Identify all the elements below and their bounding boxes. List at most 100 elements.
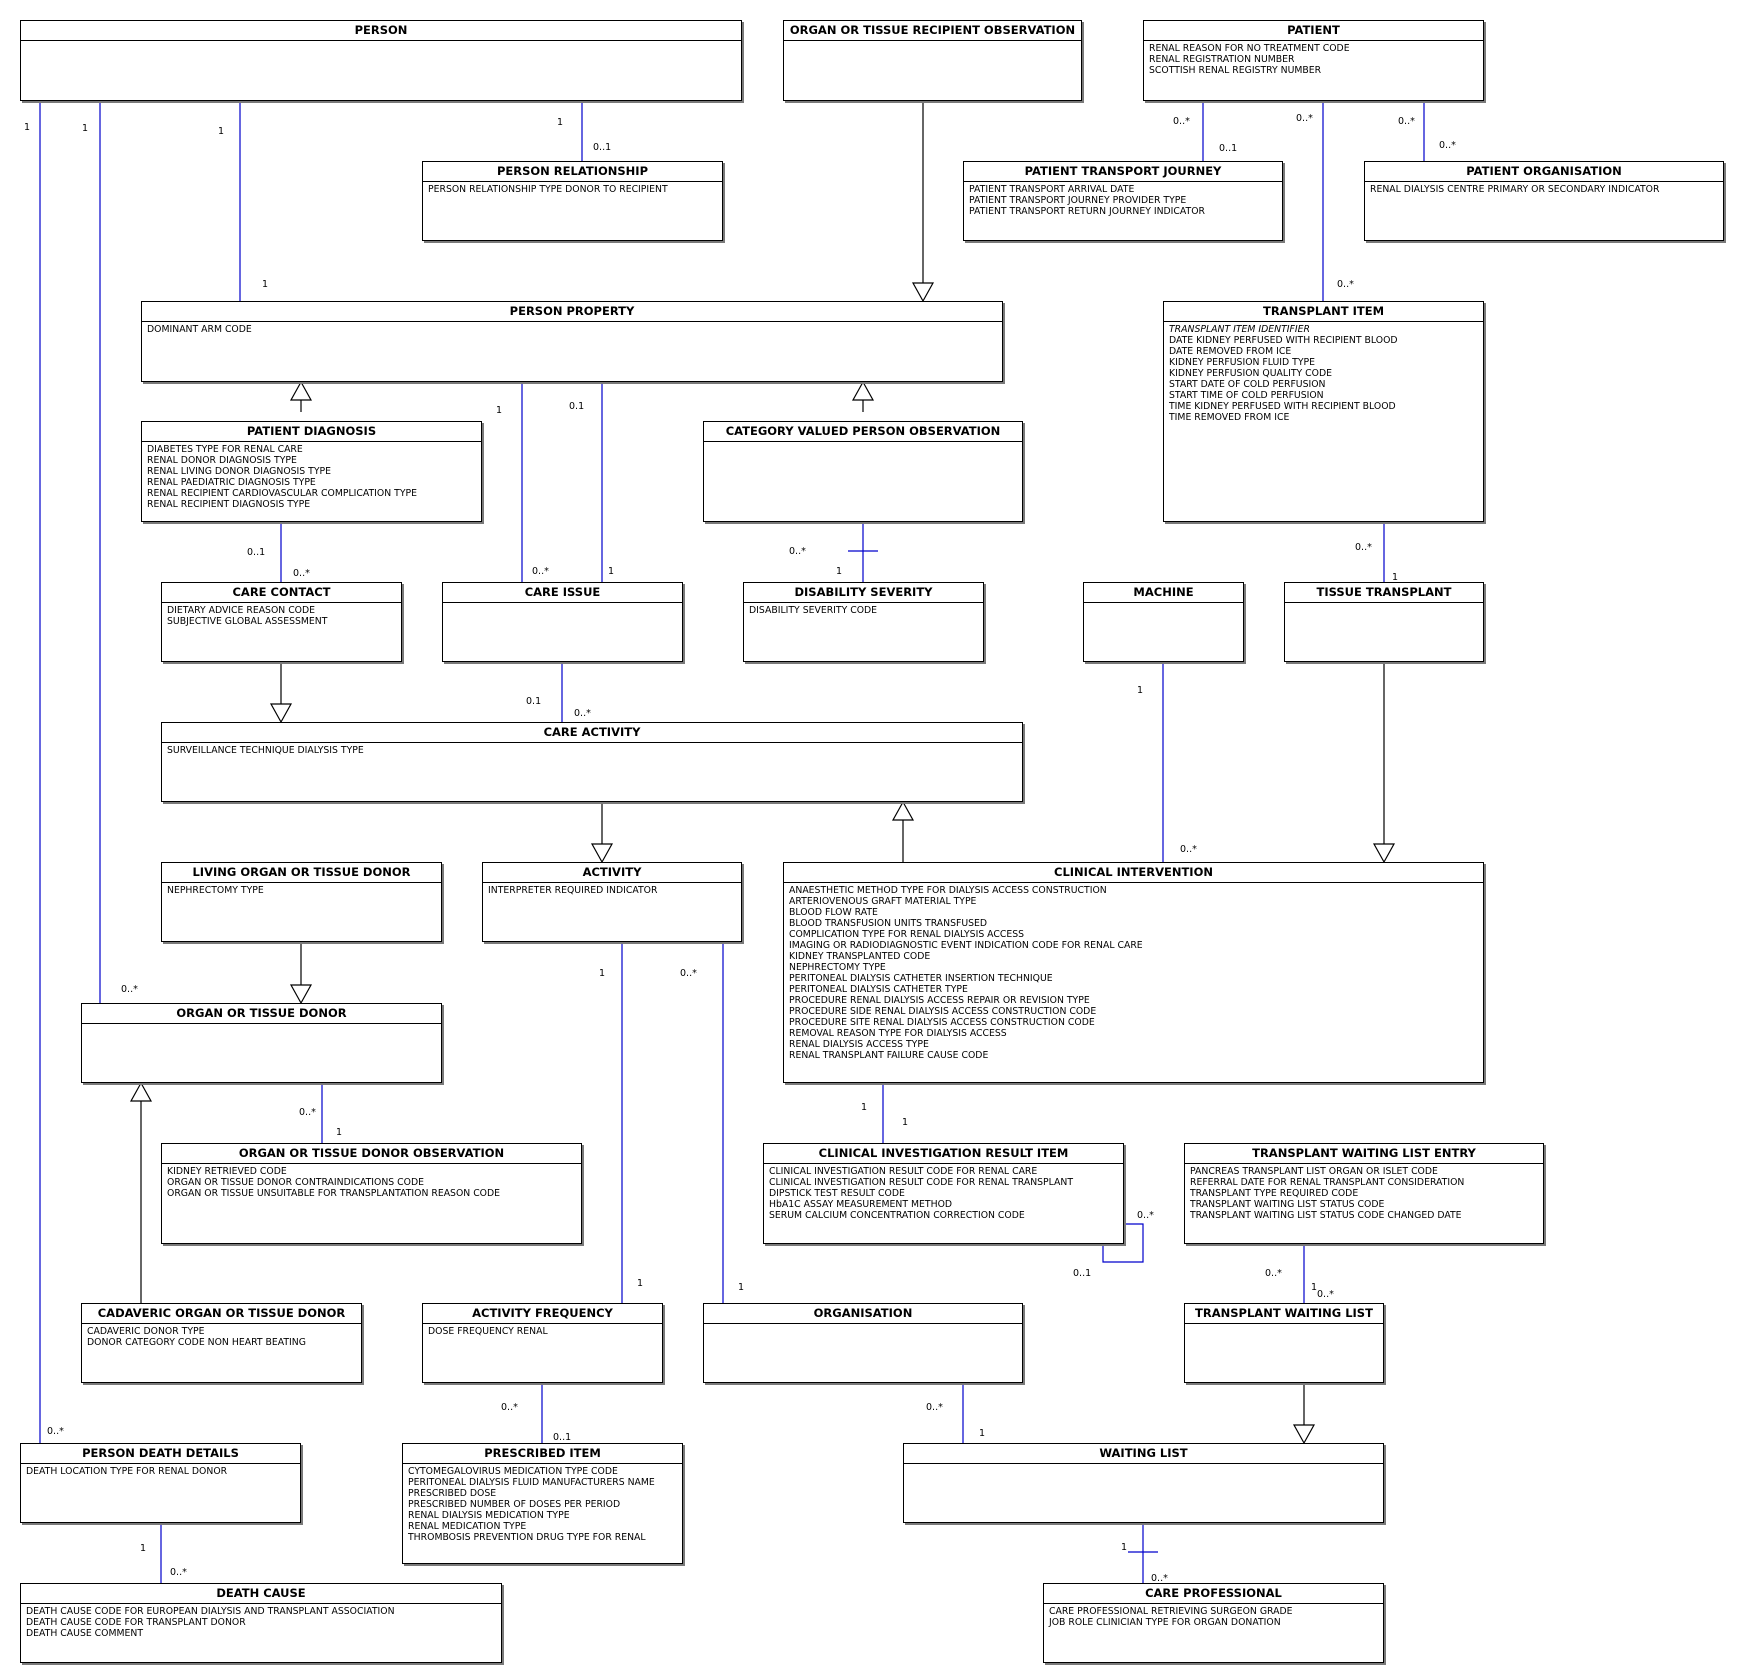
class-patient-transport-journey[interactable]: PATIENT TRANSPORT JOURNEY PATIENT TRANSPO… (963, 161, 1283, 241)
class-title: PERSON RELATIONSHIP (423, 162, 722, 182)
attribute: RENAL REASON FOR NO TREATMENT CODE (1149, 43, 1350, 54)
class-person-relationship[interactable]: PERSON RELATIONSHIP PERSON RELATIONSHIP T… (422, 161, 723, 241)
attribute: DATE REMOVED FROM ICE (1169, 346, 1292, 357)
class-attributes (1285, 603, 1483, 607)
class-organ-recipient-obs[interactable]: ORGAN OR TISSUE RECIPIENT OBSERVATION (783, 20, 1082, 101)
multiplicity-label: 1 (496, 405, 503, 416)
class-title: CATEGORY VALUED PERSON OBSERVATION (704, 422, 1022, 442)
attribute: PERITONEAL DIALYSIS CATHETER TYPE (789, 984, 968, 995)
class-attributes: ANAESTHETIC METHOD TYPE FOR DIALYSIS ACC… (784, 883, 1483, 1063)
multiplicity-label: 1 (336, 1127, 343, 1138)
attribute: RENAL DIALYSIS ACCESS TYPE (789, 1039, 929, 1050)
multiplicity-label: 0..* (121, 984, 138, 995)
attribute: TRANSPLANT WAITING LIST STATUS CODE (1190, 1199, 1385, 1210)
class-person[interactable]: PERSON (20, 20, 742, 101)
class-attributes: NEPHRECTOMY TYPE (162, 883, 441, 898)
class-title: WAITING LIST (904, 1444, 1383, 1464)
class-organ-donor[interactable]: ORGAN OR TISSUE DONOR (81, 1003, 442, 1083)
class-transplant-waiting-list[interactable]: TRANSPLANT WAITING LIST (1184, 1303, 1384, 1383)
attribute: PERSON RELATIONSHIP TYPE DONOR TO RECIPI… (428, 184, 668, 195)
class-title: DISABILITY SEVERITY (744, 583, 983, 603)
attribute: RENAL RECIPIENT DIAGNOSIS TYPE (147, 499, 311, 510)
generalization-arrowhead (891, 801, 915, 821)
attribute: CYTOMEGALOVIRUS MEDICATION TYPE CODE (408, 1466, 618, 1477)
multiplicity-label: 0..* (1296, 113, 1313, 124)
multiplicity-label: 1 (1137, 685, 1144, 696)
attribute: START TIME OF COLD PERFUSION (1169, 390, 1324, 401)
attribute: TIME REMOVED FROM ICE (1169, 412, 1290, 423)
attribute: PATIENT TRANSPORT RETURN JOURNEY INDICAT… (969, 206, 1206, 217)
class-title: ACTIVITY FREQUENCY (423, 1304, 662, 1324)
class-tissue-transplant[interactable]: TISSUE TRANSPLANT (1284, 582, 1484, 662)
attribute: TRANSPLANT WAITING LIST STATUS CODE CHAN… (1190, 1210, 1462, 1221)
class-care-issue[interactable]: CARE ISSUE (442, 582, 683, 662)
class-title: CLINICAL INVESTIGATION RESULT ITEM (764, 1144, 1123, 1164)
attribute: DISABILITY SEVERITY CODE (749, 605, 878, 616)
class-attributes: DEATH LOCATION TYPE FOR RENAL DONOR (21, 1464, 300, 1479)
class-title: TRANSPLANT ITEM (1164, 302, 1483, 322)
association-line (1102, 1223, 1144, 1263)
class-attributes (704, 1324, 1022, 1328)
attribute: SCOTTISH RENAL REGISTRY NUMBER (1149, 65, 1322, 76)
attribute: RENAL RECIPIENT CARDIOVASCULAR COMPLICAT… (147, 488, 417, 499)
attribute: RENAL LIVING DONOR DIAGNOSIS TYPE (147, 466, 331, 477)
attribute: NEPHRECTOMY TYPE (789, 962, 886, 973)
class-title: CADAVERIC ORGAN OR TISSUE DONOR (82, 1304, 361, 1324)
attribute: THROMBOSIS PREVENTION DRUG TYPE FOR RENA… (408, 1532, 646, 1543)
class-attributes (21, 41, 741, 45)
attribute: PATIENT TRANSPORT ARRIVAL DATE (969, 184, 1135, 195)
class-title: ORGAN OR TISSUE RECIPIENT OBSERVATION (784, 21, 1081, 41)
attribute: DIPSTICK TEST RESULT CODE (769, 1188, 905, 1199)
multiplicity-label: 1 (1311, 1282, 1318, 1293)
class-title: PATIENT TRANSPORT JOURNEY (964, 162, 1282, 182)
attribute: COMPLICATION TYPE FOR RENAL DIALYSIS ACC… (789, 929, 1025, 940)
multiplicity-label: 0..* (789, 546, 806, 557)
attribute: PERITONEAL DIALYSIS FLUID MANUFACTURERS … (408, 1477, 655, 1488)
class-attributes: PANCREAS TRANSPLANT LIST ORGAN OR ISLET … (1185, 1164, 1543, 1223)
class-disability-severity[interactable]: DISABILITY SEVERITY DISABILITY SEVERITY C… (743, 582, 984, 662)
generalization-arrowhead (1372, 843, 1396, 863)
multiplicity-label: 0.1 (569, 401, 585, 412)
class-waiting-list[interactable]: WAITING LIST (903, 1443, 1384, 1523)
multiplicity-label: 1 (140, 1543, 147, 1554)
class-title: TISSUE TRANSPLANT (1285, 583, 1483, 603)
attribute: CADAVERIC DONOR TYPE (87, 1326, 205, 1337)
multiplicity-label: 1 (218, 126, 225, 137)
attribute: CARE PROFESSIONAL RETRIEVING SURGEON GRA… (1049, 1606, 1293, 1617)
attribute: PRESCRIBED NUMBER OF DOSES PER PERIOD (408, 1499, 621, 1510)
class-organisation[interactable]: ORGANISATION (703, 1303, 1023, 1383)
class-machine[interactable]: MACHINE (1083, 582, 1244, 662)
multiplicity-label: 0..1 (553, 1432, 572, 1443)
multiplicity-label: 0..* (1355, 542, 1372, 553)
class-attributes (904, 1464, 1383, 1468)
class-category-valued-obs[interactable]: CATEGORY VALUED PERSON OBSERVATION (703, 421, 1023, 522)
class-attributes: DISABILITY SEVERITY CODE (744, 603, 983, 618)
multiplicity-label: 0..* (293, 568, 310, 579)
multiplicity-label: 1 (608, 566, 615, 577)
class-attributes (443, 603, 682, 607)
attribute: NEPHRECTOMY TYPE (167, 885, 264, 896)
